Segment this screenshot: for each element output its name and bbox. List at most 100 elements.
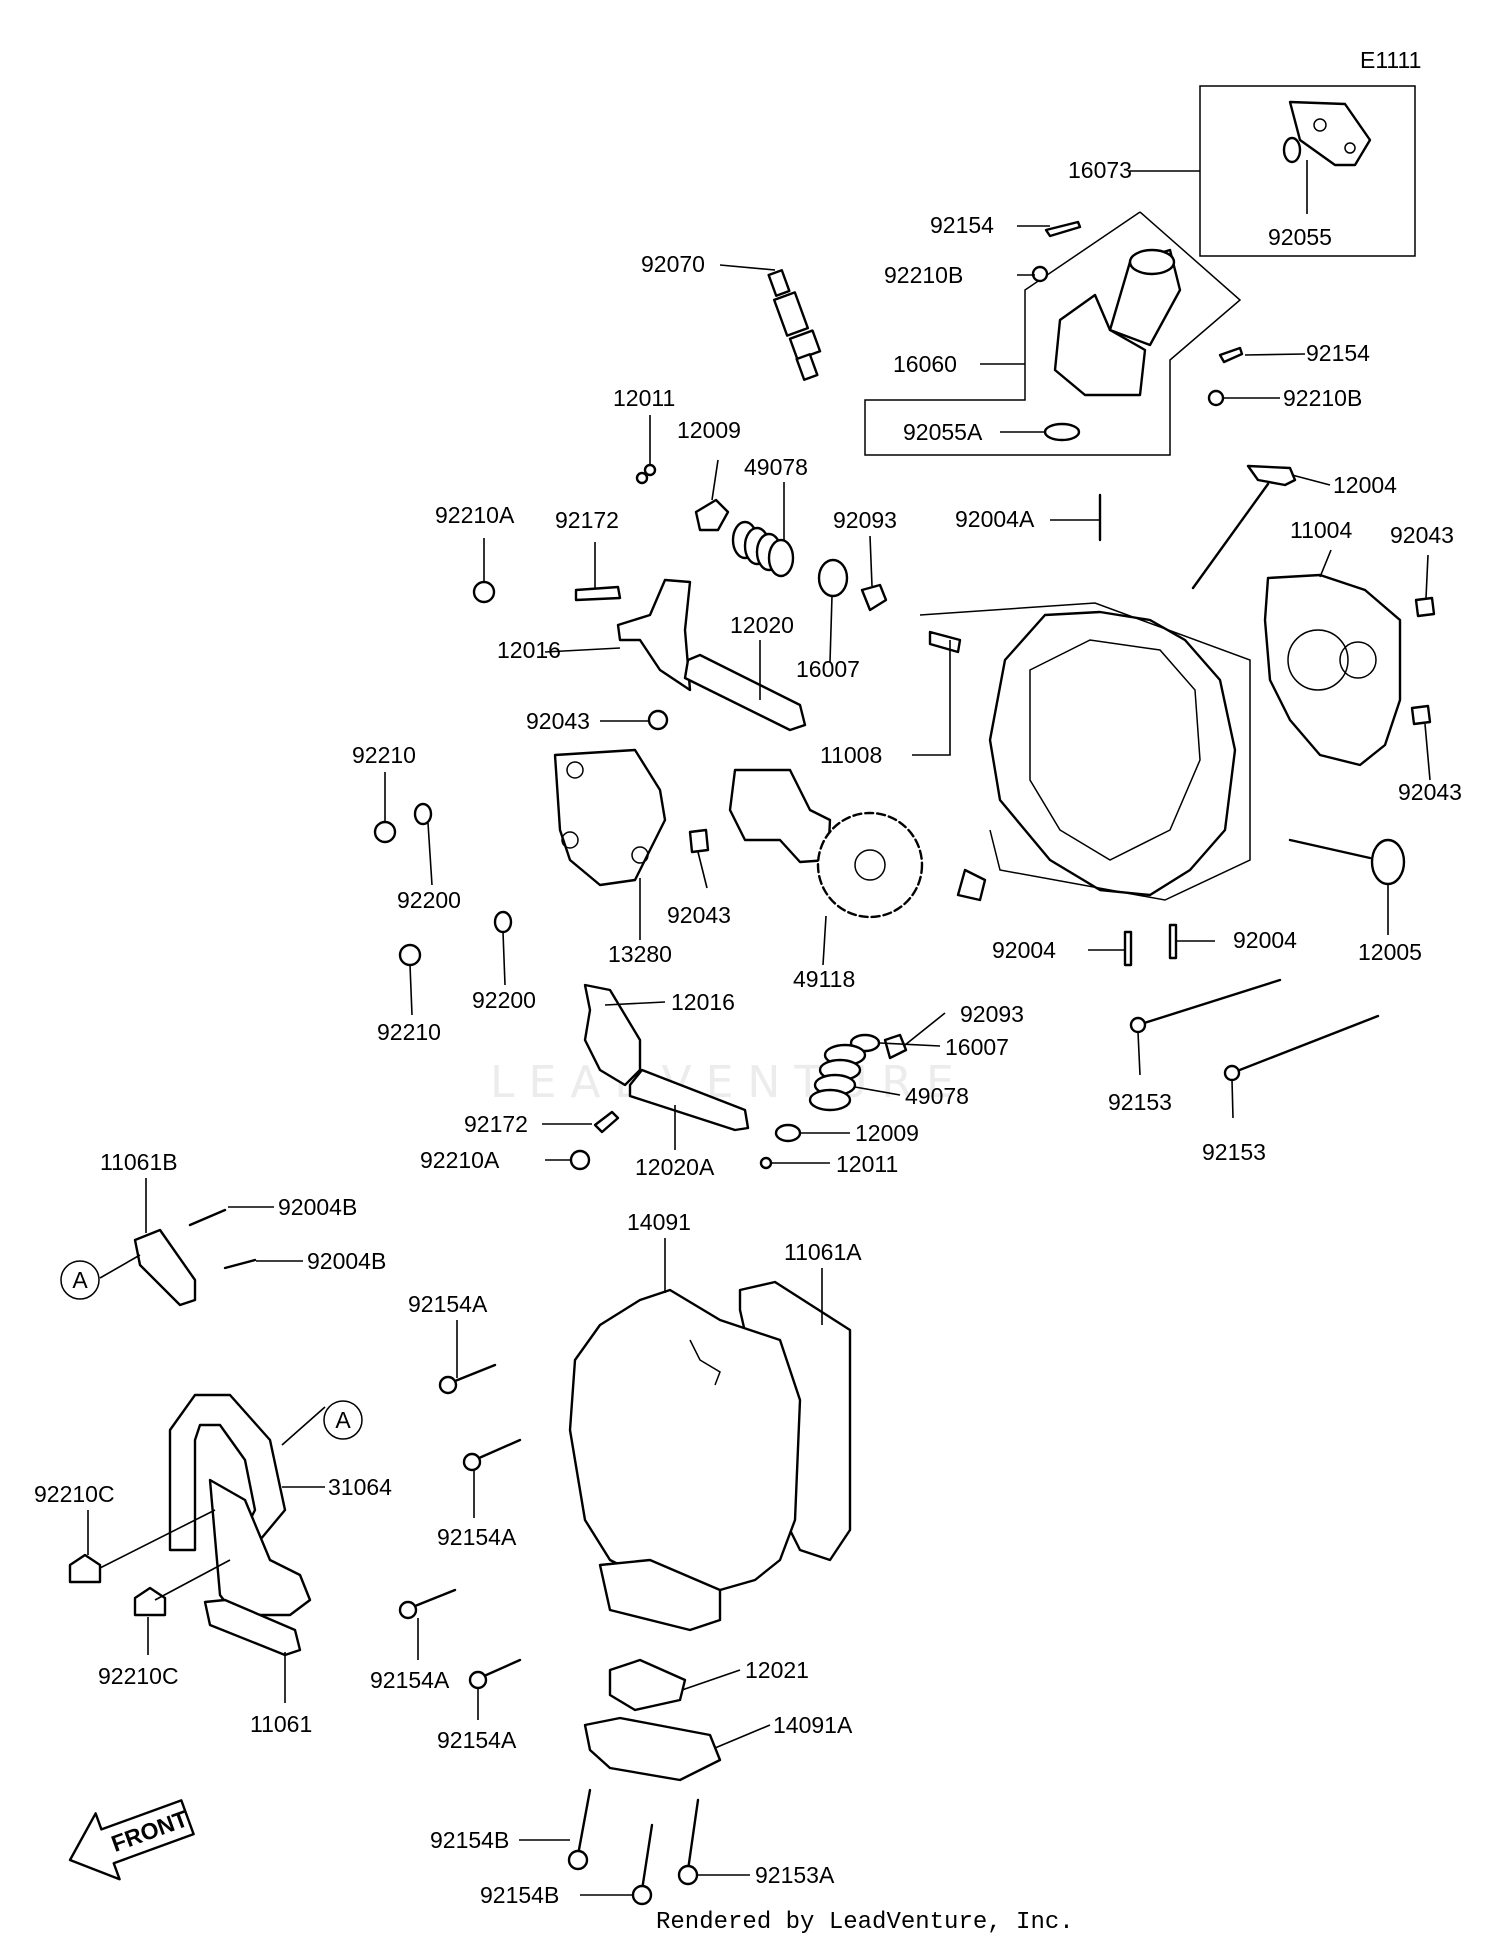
label-92210C-a: 92210C [34, 1481, 115, 1507]
cotter-12011-top [643, 463, 657, 477]
plate-11061B [133, 1228, 197, 1307]
bolt-92004B-b [223, 1258, 257, 1270]
bolt-92154-right [1218, 346, 1244, 364]
label-92172-top: 92172 [555, 507, 619, 533]
spring-49078-top [731, 520, 795, 578]
label-16007-top: 16007 [796, 656, 860, 682]
breather-base [598, 1558, 722, 1632]
label-12011-top: 12011 [613, 385, 675, 411]
callout-a-label-2: A [335, 1407, 351, 1433]
label-92210-bot: 92210 [377, 1019, 441, 1045]
label-92093-bot: 92093 [960, 1001, 1024, 1027]
part-labels: E1111 16073 92055 92154 92210B 92070 160… [34, 47, 1462, 1908]
label-16007-bot: 16007 [945, 1034, 1009, 1060]
stud-92004-b [1168, 923, 1178, 960]
label-13280: 13280 [608, 941, 672, 967]
gasket-92055A [1043, 422, 1081, 442]
label-92154A-d: 92154A [437, 1727, 517, 1753]
o-ring-92055 [1282, 136, 1302, 164]
dowel-92043-mid [647, 709, 669, 731]
label-14091: 14091 [627, 1209, 691, 1235]
label-92154A-b: 92154A [437, 1524, 517, 1550]
bolt-92004B-a [188, 1208, 227, 1227]
dowel-92043-right [1410, 704, 1432, 726]
screw-92172-bot [593, 1110, 620, 1134]
valve-12004 [1191, 464, 1297, 590]
label-92153-b: 92153 [1202, 1139, 1266, 1165]
label-11061B: 11061B [100, 1149, 178, 1175]
label-49078-bot: 49078 [905, 1083, 969, 1109]
seal-92093-bot [883, 1033, 908, 1060]
label-92153-a: 92153 [1108, 1089, 1172, 1115]
watermark: LEADVENTURE [490, 1057, 968, 1108]
washer-92200-top [413, 802, 433, 826]
gasket-11061 [203, 1598, 302, 1657]
label-31064: 31064 [328, 1474, 392, 1500]
dowel-92043-cam [688, 828, 710, 854]
seat-16007-top [817, 558, 849, 598]
seal-92093-top [860, 583, 888, 612]
screw-92172-top [574, 585, 622, 602]
label-12020: 12020 [730, 612, 794, 638]
rocker-shaft-12020A [628, 1068, 750, 1132]
head-bracket [919, 602, 1251, 901]
insulator-16073 [1288, 100, 1372, 167]
intake-pipe-16060 [1053, 293, 1147, 397]
front-arrow-icon: FRONT [68, 1799, 195, 1881]
footer-credit: Rendered by LeadVenture, Inc. [656, 1909, 1074, 1936]
label-92153A: 92153A [755, 1862, 835, 1888]
label-92043-cam: 92043 [667, 902, 731, 928]
label-12009-bot: 12009 [855, 1120, 919, 1146]
label-92154-top: 92154 [930, 212, 994, 238]
cap-92210C-b [133, 1586, 167, 1617]
valve-12005 [1288, 838, 1406, 886]
label-92210C-b: 92210C [98, 1663, 179, 1689]
plate-12021 [608, 1658, 687, 1712]
label-16060: 16060 [893, 351, 957, 377]
label-12020A: 12020A [635, 1154, 715, 1180]
label-92210B-right: 92210B [1283, 385, 1362, 411]
nut-92210B-right [1207, 389, 1225, 407]
bolt-92154B-a [576, 1788, 592, 1857]
label-92200-top: 92200 [397, 887, 461, 913]
cam-sprocket [816, 811, 924, 919]
label-92043-tr: 92043 [1390, 522, 1454, 548]
label-92004-a: 92004 [992, 937, 1056, 963]
label-11061: 11061 [250, 1711, 312, 1737]
nut-92210-top [373, 820, 397, 844]
callout-a-icon: A A [60, 1260, 363, 1440]
nut-92210A-top [472, 580, 496, 604]
label-92154A-c: 92154A [370, 1667, 450, 1693]
label-92210A-top: 92210A [435, 502, 515, 528]
label-49078-top: 49078 [744, 454, 808, 480]
label-92093-top: 92093 [833, 507, 897, 533]
spark-plug-92070 [767, 269, 822, 381]
rocker-arm-12016-bot [583, 983, 642, 1087]
label-92004B-a: 92004B [278, 1194, 357, 1220]
label-92200-bot: 92200 [472, 987, 536, 1013]
valve-cover-14091 [568, 1288, 802, 1592]
cover-14091A [583, 1716, 722, 1782]
label-92210A-bot: 92210A [420, 1147, 500, 1173]
parts-drawings [68, 85, 1436, 1906]
bolt-92153-a [1136, 978, 1282, 1027]
label-12016-bot: 12016 [671, 989, 735, 1015]
cotter-12011-bot [759, 1156, 773, 1170]
cylinder-head-11008 [988, 610, 1237, 897]
label-12021: 12021 [745, 1657, 809, 1683]
label-92004-b: 92004 [1233, 927, 1297, 953]
label-92070: 92070 [641, 251, 705, 277]
label-12009-top: 12009 [677, 417, 741, 443]
label-11004: 11004 [1290, 517, 1352, 543]
camshaft-49118 [728, 768, 832, 864]
washer-92200-bot [493, 910, 513, 934]
stud-92004-a [1123, 930, 1133, 967]
label-92154B-b: 92154B [480, 1882, 559, 1908]
label-92055A: 92055A [903, 419, 983, 445]
nut-92210B-top [1031, 265, 1049, 283]
label-92154A-a: 92154A [408, 1291, 488, 1317]
spring-49078-bot [808, 1043, 867, 1112]
label-12005: 12005 [1358, 939, 1422, 965]
valve-guide-bot [956, 868, 987, 902]
head-gasket-11004 [1263, 573, 1402, 767]
